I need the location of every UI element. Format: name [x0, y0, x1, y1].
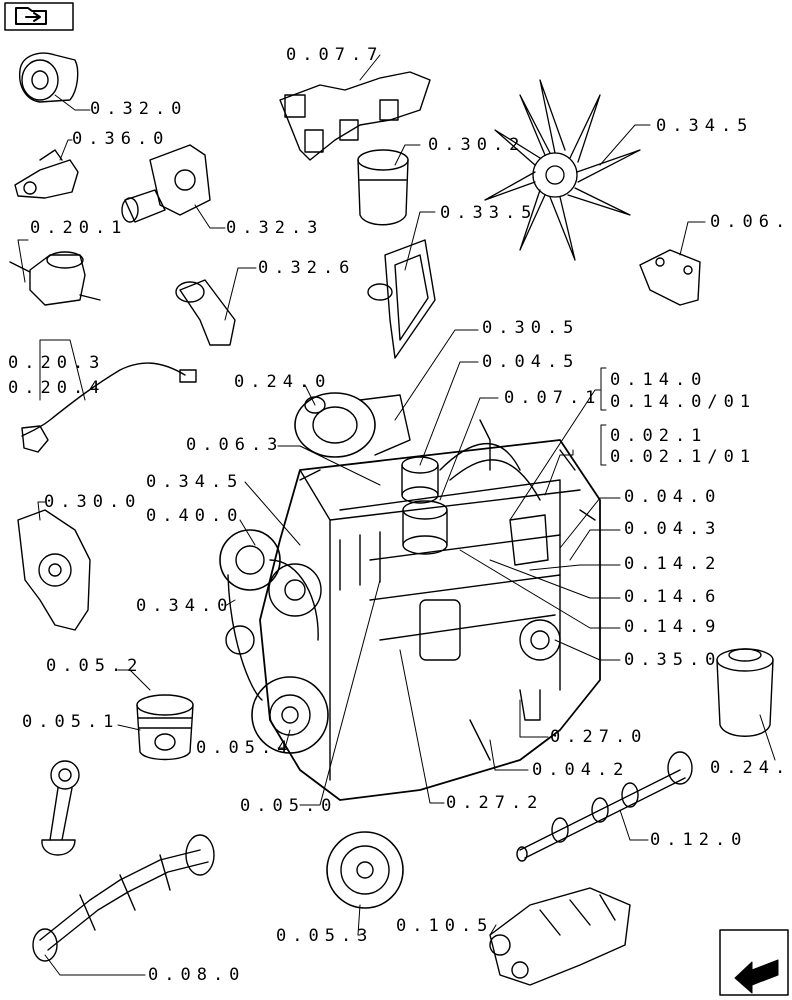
- part-illustration-0.20.3[interactable]: [21, 362, 197, 453]
- callout-0.27.2[interactable]: 0.27.2: [446, 793, 544, 813]
- callout-0.20.4[interactable]: 0.20.4: [8, 378, 106, 398]
- callout-0.14.9[interactable]: 0.14.9: [624, 617, 722, 637]
- part-illustration-0.33.5[interactable]: [367, 239, 436, 359]
- part-illustration-0.05.2[interactable]: [136, 694, 194, 761]
- part-illustration-0.08.0[interactable]: [32, 834, 215, 962]
- callout-0.30.5[interactable]: 0.30.5: [482, 318, 580, 338]
- callout-0.32.3[interactable]: 0.32.3: [226, 218, 324, 238]
- callout-0.20.3[interactable]: 0.20.3: [8, 353, 106, 373]
- callout-0.14.6[interactable]: 0.14.6: [624, 587, 722, 607]
- folder-arrow-icon: [15, 7, 47, 25]
- callout-0.35.0[interactable]: 0.35.0: [624, 650, 722, 670]
- callout-0.30.2[interactable]: 0.30.2: [428, 135, 526, 155]
- callout-0.30.0[interactable]: 0.30.0: [44, 492, 142, 512]
- callout-0.06.3[interactable]: 0.06.3: [186, 435, 284, 455]
- callout-0.05.0[interactable]: 0.05.0: [240, 796, 338, 816]
- part-illustration-0.30.0[interactable]: [17, 509, 91, 631]
- callout-0.34.0[interactable]: 0.34.0: [136, 596, 234, 616]
- callout-0.04.3[interactable]: 0.04.3: [624, 519, 722, 539]
- callout-0.24.0[interactable]: 0.24.0: [234, 372, 332, 392]
- part-illustration-0.06[interactable]: [639, 249, 701, 306]
- nav-next-box[interactable]: [719, 929, 789, 996]
- callout-0.08.0[interactable]: 0.08.0: [148, 965, 246, 985]
- part-illustration-0.32.3[interactable]: [121, 144, 211, 223]
- part-illustration-0.05.1[interactable]: [41, 760, 80, 856]
- callout-0.04.2[interactable]: 0.04.2: [532, 760, 630, 780]
- callout-0.05.1[interactable]: 0.05.1: [22, 712, 120, 732]
- callout-0.20.1[interactable]: 0.20.1: [30, 218, 128, 238]
- callout-0.14.0-01[interactable]: 0.14.0/01: [610, 392, 757, 412]
- part-illustration-0.20.1[interactable]: [9, 251, 101, 306]
- part-illustration-0.05.0[interactable]: [326, 831, 404, 909]
- callout-0.05.2[interactable]: 0.05.2: [46, 656, 144, 676]
- callout-0.02.1[interactable]: 0.02.1: [610, 426, 708, 446]
- engine-block-illustration[interactable]: [219, 392, 601, 801]
- callout-0.02.1-01[interactable]: 0.02.1/01: [610, 447, 757, 467]
- callout-0.40.0[interactable]: 0.40.0: [146, 506, 244, 526]
- callout-0.34.5[interactable]: 0.34.5: [656, 116, 754, 136]
- part-illustration-0.32.6[interactable]: [175, 279, 236, 346]
- part-illustration-0.32.0[interactable]: [18, 52, 79, 103]
- callout-0.05.4[interactable]: 0.05.4: [196, 738, 294, 758]
- callout-0.04.5[interactable]: 0.04.5: [482, 352, 580, 372]
- callout-0.24[interactable]: 0.24.: [710, 758, 792, 778]
- callout-0.05.3[interactable]: 0.05.3: [276, 926, 374, 946]
- leader-lines: [17, 54, 776, 976]
- callout-0.10.5[interactable]: 0.10.5: [396, 916, 494, 936]
- part-illustration-0.34.5[interactable]: [484, 79, 641, 261]
- part-illustration-0.07.7[interactable]: [279, 71, 431, 161]
- part-illustration-0.12.0[interactable]: [516, 751, 693, 862]
- callout-0.34.5-b[interactable]: 0.34.5: [146, 472, 244, 492]
- callout-0.14.0[interactable]: 0.14.0: [610, 370, 708, 390]
- callout-0.33.5[interactable]: 0.33.5: [440, 203, 538, 223]
- callout-0.32.6[interactable]: 0.32.6: [258, 258, 356, 278]
- part-illustration-0.30.2[interactable]: [357, 149, 409, 226]
- part-illustration-0.10.5[interactable]: [489, 887, 631, 986]
- callout-0.12.0[interactable]: 0.12.0: [650, 830, 748, 850]
- callout-0.36.0[interactable]: 0.36.0: [72, 129, 170, 149]
- part-illustration-0.36.0[interactable]: [14, 149, 79, 199]
- callout-0.14.2[interactable]: 0.14.2: [624, 554, 722, 574]
- callout-0.27.0[interactable]: 0.27.0: [550, 727, 648, 747]
- arrow-next-icon: [734, 959, 779, 994]
- part-illustration-0.35.0[interactable]: [716, 648, 774, 737]
- callout-0.07.1[interactable]: 0.07.1: [504, 388, 602, 408]
- nav-back-box[interactable]: [4, 2, 74, 31]
- callout-0.04.0[interactable]: 0.04.0: [624, 487, 722, 507]
- callout-0.32.0[interactable]: 0.32.0: [90, 99, 188, 119]
- callout-0.06[interactable]: 0.06.: [710, 212, 792, 232]
- callout-0.07.7[interactable]: 0.07.7: [286, 45, 384, 65]
